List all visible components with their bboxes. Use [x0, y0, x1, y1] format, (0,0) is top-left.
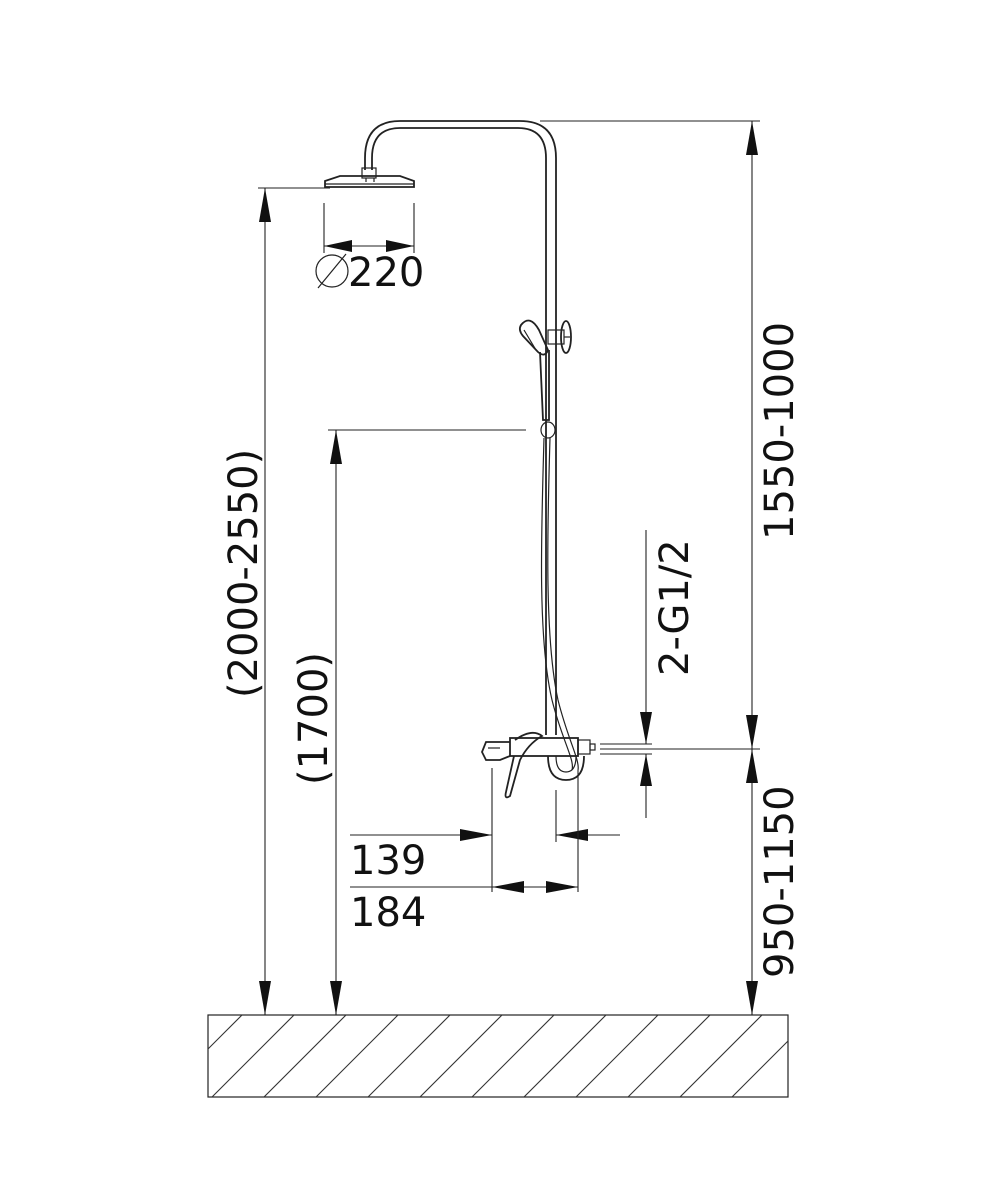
total-height-label: (2000-2550)	[221, 449, 267, 698]
shower-height-label: (1700)	[291, 652, 337, 785]
connection-label: 2-G1/2	[652, 539, 698, 676]
dim-mixer-height: 950-1150	[600, 748, 803, 1015]
dim-upper-range: 1550-1000	[540, 120, 803, 749]
dim-total-height: (2000-2550)	[221, 187, 330, 1015]
head-diameter-label: 220	[348, 250, 424, 296]
mixer-height-label: 950-1150	[757, 785, 803, 978]
upper-range-label: 1550-1000	[757, 322, 803, 540]
dim-shower-height: (1700)	[291, 429, 526, 1015]
shower-column	[361, 120, 557, 735]
dim-head-diameter: 220	[315, 203, 424, 296]
spout-offset-label: 139	[350, 838, 426, 884]
dim-spout-reach: 184	[350, 770, 579, 936]
hand-shower	[518, 319, 579, 771]
mixer-valve	[481, 731, 596, 799]
floor-slab	[207, 1014, 789, 1098]
spout-reach-label: 184	[350, 890, 426, 936]
dim-connection: 2-G1/2	[600, 530, 698, 818]
dim-spout-offset: 139	[350, 768, 620, 892]
overhead-shower-head	[324, 175, 415, 188]
